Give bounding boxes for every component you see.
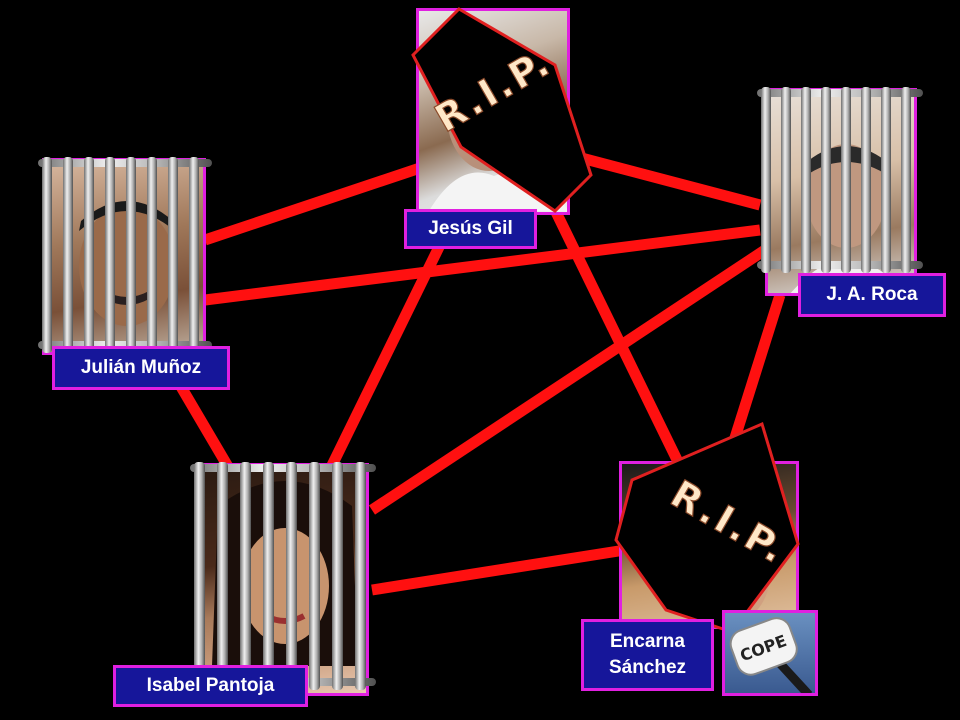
label-jesus-gil: Jesús Gil [404, 209, 537, 249]
label-encarna-sanchez: Encarna Sánchez [581, 619, 714, 691]
name-julian-munoz: Julián Muñoz [80, 357, 202, 378]
coffin-encarna-sanchez: R.I.P. [614, 421, 800, 634]
name-isabel-pantoja: Isabel Pantoja [146, 675, 275, 696]
connection-gil-munoz [203, 162, 422, 246]
label-isabel-pantoja: Isabel Pantoja [113, 665, 308, 707]
connection-lines [175, 149, 786, 596]
connection-gil-roca [568, 149, 762, 211]
photo-cope-microphone: COPE [722, 610, 818, 696]
connection-pantoja-sanchez [371, 544, 626, 596]
name-jesus-gil: Jesús Gil [428, 218, 513, 239]
label-julian-munoz: Julián Muñoz [52, 346, 230, 390]
jail-bars-roca [757, 87, 923, 273]
name-encarna-line1: Encarna [610, 631, 685, 652]
jail-bars-isabel-pantoja [190, 462, 376, 690]
connection-roca-sanchez [722, 293, 786, 462]
microphone-icon: COPE [729, 617, 813, 693]
name-encarna-line2: Sánchez [608, 657, 687, 678]
connection-munoz-roca [204, 224, 761, 306]
connection-munoz-pantoja [175, 382, 235, 473]
coffin-jesus-gil: R.I.P. [411, 7, 593, 213]
connection-gil-pantoja [310, 242, 445, 503]
connection-roca-pantoja [368, 245, 769, 515]
jail-bars-julian-munoz [38, 157, 212, 353]
label-roca: J. A. Roca [798, 273, 946, 317]
name-roca: J. A. Roca [826, 284, 918, 305]
